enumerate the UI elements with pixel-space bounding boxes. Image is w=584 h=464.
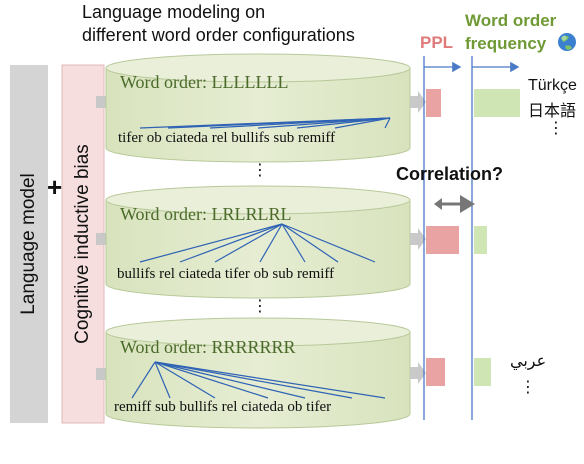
inductive-bias-label: Cognitive inductive bias	[72, 144, 93, 344]
ppl-bar-row-3	[426, 358, 445, 386]
sentence-row-2: bullifs rel ciateda tifer ob sub remiff	[117, 266, 335, 282]
connector-3-in	[96, 368, 106, 380]
ppl-bar-row-2	[426, 226, 459, 254]
language-model-label: Language model	[18, 173, 39, 315]
tree-row-2	[139, 223, 376, 263]
language-model-bar	[10, 65, 48, 423]
output-arrows	[410, 91, 426, 384]
ppl-bar-row-1	[426, 89, 441, 117]
connector-1-in	[96, 96, 106, 108]
language-ellipsis-1: ⋮	[548, 120, 564, 137]
ppl-header: PPL	[420, 33, 454, 52]
sentence-row-3: remiff sub bullifs rel ciateda ob tifer	[114, 399, 332, 415]
word-order-frequency-header-line1: Word order	[465, 11, 557, 30]
diagram-title-line2: different word order configurations	[82, 25, 355, 45]
correlation-arrow-left-head	[434, 198, 442, 210]
connector-2-in	[96, 233, 106, 245]
freq-bar-row-1	[474, 89, 520, 117]
language-model-label-box: Language model	[10, 65, 48, 423]
language-turkish: Türkçe	[528, 77, 577, 94]
sentence-row-1: tifer ob ciateda rel bullifs sub remiff	[118, 130, 336, 146]
freq-bar-row-2	[474, 226, 487, 254]
word-order-label-row-3: Word order: RRRRRRR	[120, 337, 296, 357]
cylinder-row-2	[105, 185, 411, 299]
tree-row-1	[139, 117, 391, 129]
correlation-label: Correlation?	[396, 164, 504, 184]
word-order-label-row-1: Word order: LLLLLLL	[120, 72, 289, 92]
word-order-label-row-2: Word order: LRLRLRL	[120, 204, 292, 224]
ellipsis-1: ⋮	[252, 162, 268, 179]
word-order-frequency-header-line2: frequency	[465, 34, 547, 53]
language-ellipsis-2: ⋮	[520, 379, 536, 396]
globe-icon	[558, 33, 576, 51]
freq-bar-row-3	[474, 358, 491, 386]
inductive-bias-label-box: Cognitive inductive bias	[62, 65, 104, 423]
cylinder-row-1	[105, 53, 411, 163]
cylinder-row-3	[105, 317, 411, 429]
diagram-title-line1: Language modeling on	[82, 2, 266, 22]
language-japanese: 日本語	[528, 103, 577, 120]
language-arabic: عربي	[510, 353, 547, 370]
tree-row-3	[131, 361, 386, 399]
plus-sign: +	[47, 172, 63, 202]
ellipsis-2: ⋮	[252, 298, 268, 315]
